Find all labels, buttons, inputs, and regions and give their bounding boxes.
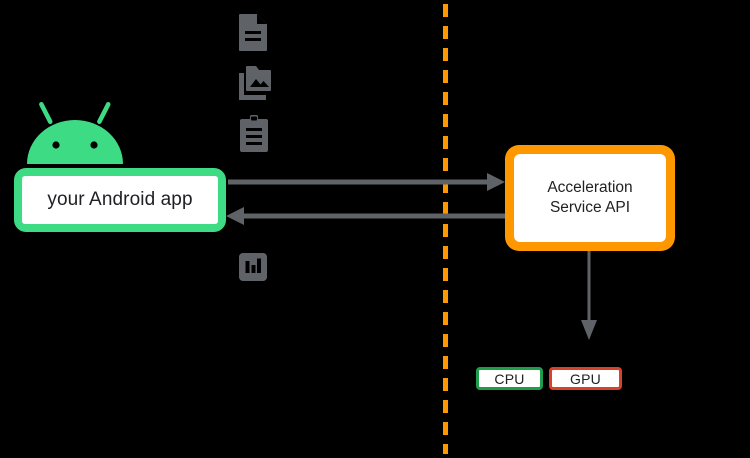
document-icon xyxy=(238,13,268,51)
android-app-label: your Android app xyxy=(47,189,193,210)
cpu-chip[interactable]: CPU xyxy=(476,367,543,390)
dashed-boundary-line xyxy=(443,4,448,454)
gpu-chip[interactable]: GPU xyxy=(549,367,622,390)
android-robot-icon xyxy=(24,98,126,168)
acceleration-service-api-node[interactable]: Acceleration Service API xyxy=(505,145,675,251)
request-arrow xyxy=(228,173,505,191)
android-app-node-inner: your Android app xyxy=(22,176,218,224)
service-label-line2: Service API xyxy=(549,199,631,216)
image-stack-icon xyxy=(238,65,272,101)
acceleration-service-api-inner: Acceleration Service API xyxy=(514,154,666,242)
gpu-chip-label: GPU xyxy=(570,370,601,387)
response-arrow xyxy=(226,207,505,225)
service-label-line1: Acceleration xyxy=(547,178,633,196)
android-app-node[interactable]: your Android app xyxy=(14,168,226,232)
delegate-arrow xyxy=(581,251,597,340)
clipboard-icon xyxy=(238,115,270,153)
cpu-chip-label: CPU xyxy=(494,370,525,387)
bar-chart-icon xyxy=(239,253,267,281)
